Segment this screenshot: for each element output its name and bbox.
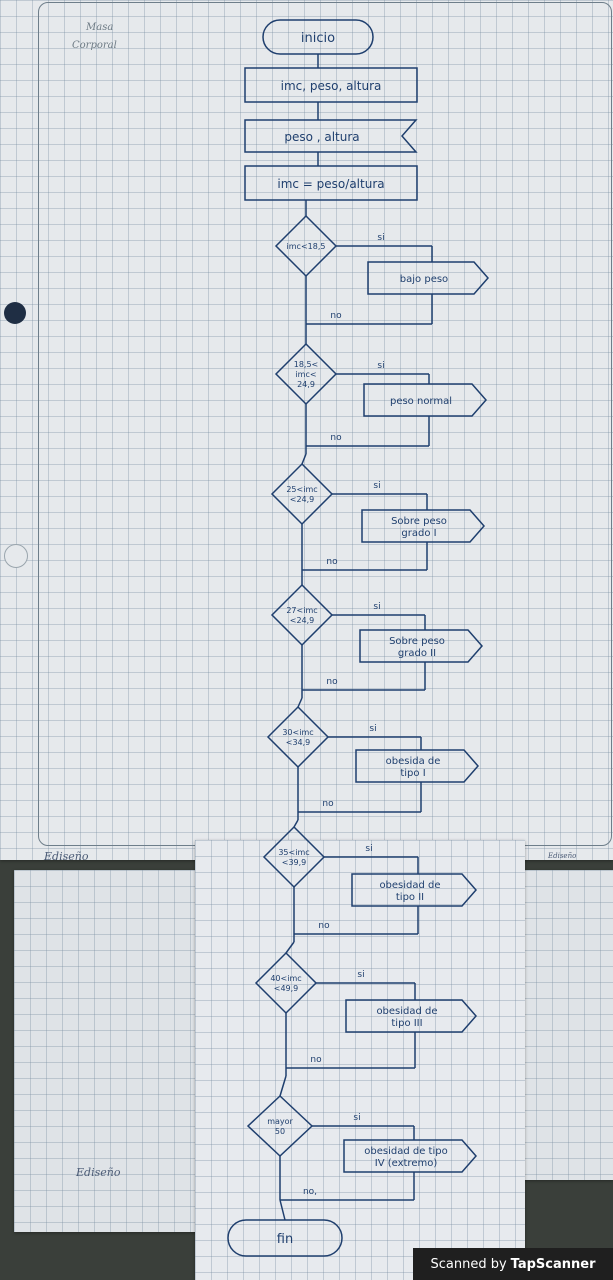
no-label: no — [330, 433, 342, 443]
output-label: tipo III — [391, 1018, 422, 1029]
output-display — [343, 1139, 477, 1173]
main-connector — [279, 1075, 287, 1097]
output-display — [351, 873, 477, 907]
no-label: no, — [303, 1187, 317, 1197]
decision-condition: imc<18,5 — [287, 242, 326, 251]
no-label: no — [330, 311, 342, 321]
output-display — [367, 261, 489, 295]
process-box — [244, 165, 418, 201]
output-label: grado II — [398, 648, 436, 659]
decision-diamond — [270, 583, 334, 647]
process-label: imc = peso/altura — [277, 177, 384, 191]
main-connector — [301, 453, 307, 465]
yes-label: si — [365, 844, 372, 854]
yes-label: si — [373, 602, 380, 612]
output-label: peso normal — [390, 396, 452, 407]
decision-condition: 25<imc — [286, 485, 317, 494]
decision-diamond — [270, 462, 334, 526]
decision-diamond — [246, 1094, 314, 1158]
decision-condition: mayor — [267, 1117, 293, 1126]
output-label: obesidad de — [379, 880, 440, 891]
no-label: no — [310, 1055, 322, 1065]
output-display — [363, 383, 487, 417]
output-display — [361, 509, 485, 543]
input-shape — [244, 119, 418, 153]
decision-condition: <39,9 — [282, 858, 307, 867]
decision-condition: 30<imc — [282, 728, 313, 737]
decision-diamond — [266, 705, 330, 769]
output-label: Sobre peso — [389, 636, 445, 647]
brand-logo-lower: Ediseño — [76, 1166, 121, 1179]
yes-label: si — [357, 970, 364, 980]
header-note-line1: Masa — [86, 22, 114, 33]
scanner-watermark: Scanned by TapScanner — [413, 1248, 613, 1280]
no-label: no — [318, 921, 330, 931]
input-label: peso , altura — [284, 130, 359, 144]
output-display — [355, 749, 479, 783]
yes-label: si — [369, 724, 376, 734]
output-display — [345, 999, 477, 1033]
output-label: Sobre peso — [391, 516, 447, 527]
start-label: inicio — [301, 31, 335, 46]
decision-condition: 27<imc — [286, 606, 317, 615]
decision-condition: <24,9 — [290, 616, 315, 625]
decision-condition: 50 — [275, 1127, 285, 1136]
decision-condition: 24,9 — [297, 380, 315, 389]
no-label: no — [322, 799, 334, 809]
no-label: no — [326, 677, 338, 687]
header-note-line2: Corporal — [72, 40, 117, 51]
scanner-name: TapScanner — [510, 1256, 596, 1272]
output-display — [359, 629, 483, 663]
decision-condition: <24,9 — [290, 495, 315, 504]
right-paper-sheet — [520, 870, 613, 1180]
output-label: obesidad de — [376, 1006, 437, 1017]
main-connector — [293, 819, 299, 828]
yes-label: si — [377, 361, 384, 371]
output-label: tipo II — [396, 892, 424, 903]
decision-condition: <49,9 — [274, 984, 299, 993]
main-connector — [279, 1199, 286, 1221]
output-label: grado I — [401, 528, 436, 539]
yes-label: si — [353, 1113, 360, 1123]
decision-condition: imc< — [295, 370, 316, 379]
binder-hole — [4, 544, 28, 568]
output-label: tipo I — [400, 768, 425, 779]
brand-logo: Ediseño — [44, 850, 89, 863]
bottom-paper-strip — [195, 840, 525, 1280]
brand-small-mark: Ediseño — [548, 852, 577, 860]
declare-label: imc, peso, altura — [281, 79, 382, 93]
main-connector — [285, 941, 295, 954]
output-label: obesidad de tipo — [364, 1146, 447, 1157]
decision-condition: 40<imc — [270, 974, 301, 983]
yes-label: si — [377, 233, 384, 243]
decision-condition: 35<imc — [278, 848, 309, 857]
no-label: no — [326, 557, 338, 567]
end-label: fin — [277, 1232, 293, 1247]
output-label: bajo peso — [400, 274, 448, 285]
main-connector — [297, 697, 303, 708]
scanner-prefix: Scanned by — [430, 1256, 507, 1272]
binder-hole — [4, 302, 26, 324]
output-label: obesida de — [386, 756, 441, 767]
decision-condition: 18,5< — [294, 360, 319, 369]
decision-diamond — [262, 825, 326, 889]
decision-condition: <34,9 — [286, 738, 311, 747]
yes-label: si — [373, 481, 380, 491]
decision-diamond — [254, 951, 318, 1015]
output-label: IV (extremo) — [375, 1158, 438, 1169]
declare-box — [244, 67, 418, 103]
back-paper-sheet: Ediseño — [14, 870, 214, 1232]
